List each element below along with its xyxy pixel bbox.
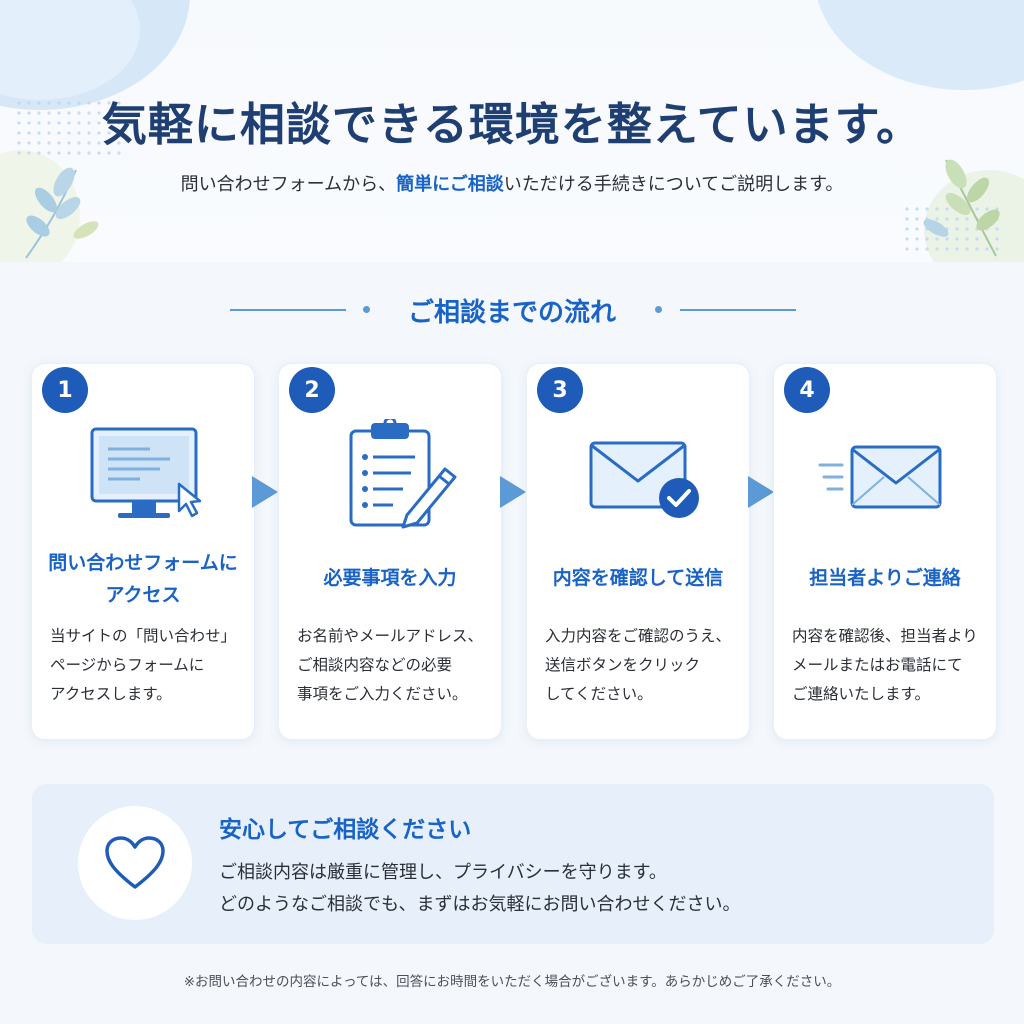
step-number-badge: 1 <box>42 367 88 413</box>
step-desc-line: してください。 <box>545 685 653 703</box>
step-card-1: 1 問い合わせフォームに アクセス 当サイトの「問い合わせ」 ページからフォーム… <box>31 363 255 740</box>
envelope-check-icon <box>589 441 699 518</box>
step-title: 問い合わせフォームに <box>48 552 238 574</box>
step-description: お名前やメールアドレス、 ご相談内容などの必要 事項をご入力ください。 <box>297 622 493 709</box>
step-desc-line: ご相談内容などの必要 <box>297 656 453 674</box>
heart-icon <box>105 836 165 889</box>
subtitle-text: いただける手続きについてご説明します。 <box>503 174 844 195</box>
step-desc-line: 内容を確認後、担当者より <box>792 627 978 645</box>
step-desc-line: アクセスします。 <box>50 685 172 703</box>
reassurance-text: ご相談内容は厳重に管理し、プライバシーを守ります。 <box>219 862 667 883</box>
leaf-icon <box>923 159 1000 257</box>
step-title: アクセス <box>105 584 181 606</box>
step-desc-line: 事項をご入力ください。 <box>297 685 468 703</box>
step-number-badge: 2 <box>289 367 335 413</box>
step-description: 当サイトの「問い合わせ」 ページからフォームに アクセスします。 <box>50 622 246 709</box>
decor-blob <box>814 0 1024 90</box>
step-card-2: 2 必要事項を入力 お名前やメールアドレス、 ご相談内容などの必要 事項をご入力… <box>278 363 502 740</box>
page-title: 気軽に相談できる環境を整えています。 <box>101 98 923 151</box>
divider-dot <box>363 306 370 313</box>
reassurance-text: どのようなご相談でも、まずはお気軽にお問い合わせください。 <box>219 894 741 915</box>
step-arrow-icon <box>748 476 774 508</box>
divider <box>230 309 346 311</box>
footnote: ※お問い合わせの内容によっては、回答にお時間をいただく場合がございます。あらかじ… <box>183 974 841 990</box>
step-description: 入力内容をご確認のうえ、 送信ボタンをクリック してください。 <box>545 622 741 709</box>
decor-dots <box>14 98 124 158</box>
hero-section <box>0 0 1024 262</box>
step-desc-line: ページからフォームに <box>50 656 205 674</box>
step-desc-line: メールまたはお電話にて <box>792 656 963 674</box>
step-title: 内容を確認して送信 <box>552 567 724 589</box>
flow-heading-title: ご相談までの流れ <box>407 298 616 328</box>
step-title: 必要事項を入力 <box>323 567 457 589</box>
step-number-badge: 3 <box>537 367 583 413</box>
step-card-4: 4 担当者よりご連絡 内容を確認後、担当者より メールまたはお電話にて ご連絡い… <box>773 363 997 740</box>
step-description: 内容を確認後、担当者より メールまたはお電話にて ご連絡いたします。 <box>792 622 988 709</box>
reassurance-panel: 安心してご相談ください ご相談内容は厳重に管理し、プライバシーを守ります。 どの… <box>32 784 994 944</box>
divider-dot <box>655 306 662 313</box>
step-arrow-icon <box>500 476 526 508</box>
step-desc-line: ご連絡いたします。 <box>792 685 930 703</box>
clipboard-pen-icon <box>349 419 457 529</box>
heart-badge <box>78 806 192 920</box>
divider <box>680 309 796 311</box>
monitor-form-icon <box>90 427 202 518</box>
step-number-badge: 4 <box>784 367 830 413</box>
envelope-send-icon <box>818 445 942 509</box>
step-title: 担当者よりご連絡 <box>809 567 961 589</box>
step-desc-line: お名前やメールアドレス、 <box>297 627 484 645</box>
reassurance-title: 安心してご相談ください <box>219 817 472 843</box>
subtitle-highlight: 簡単にご相談 <box>396 174 504 195</box>
step-arrow-icon <box>252 476 278 508</box>
step-desc-line: 当サイトの「問い合わせ」 <box>50 627 237 645</box>
flow-heading: ご相談までの流れ <box>0 292 1024 328</box>
page-subtitle: 問い合わせフォームから、簡単にご相談いただける手続きについてご説明します。 <box>0 170 1024 196</box>
leaf-icon <box>25 167 99 259</box>
step-desc-line: 送信ボタンをクリック <box>545 656 701 674</box>
subtitle-text: 問い合わせフォームから、 <box>180 174 397 195</box>
step-desc-line: 入力内容をご確認のうえ、 <box>545 627 732 645</box>
step-card-3: 3 内容を確認して送信 入力内容をご確認のうえ、 送信ボタンをクリック してくだ… <box>526 363 750 740</box>
